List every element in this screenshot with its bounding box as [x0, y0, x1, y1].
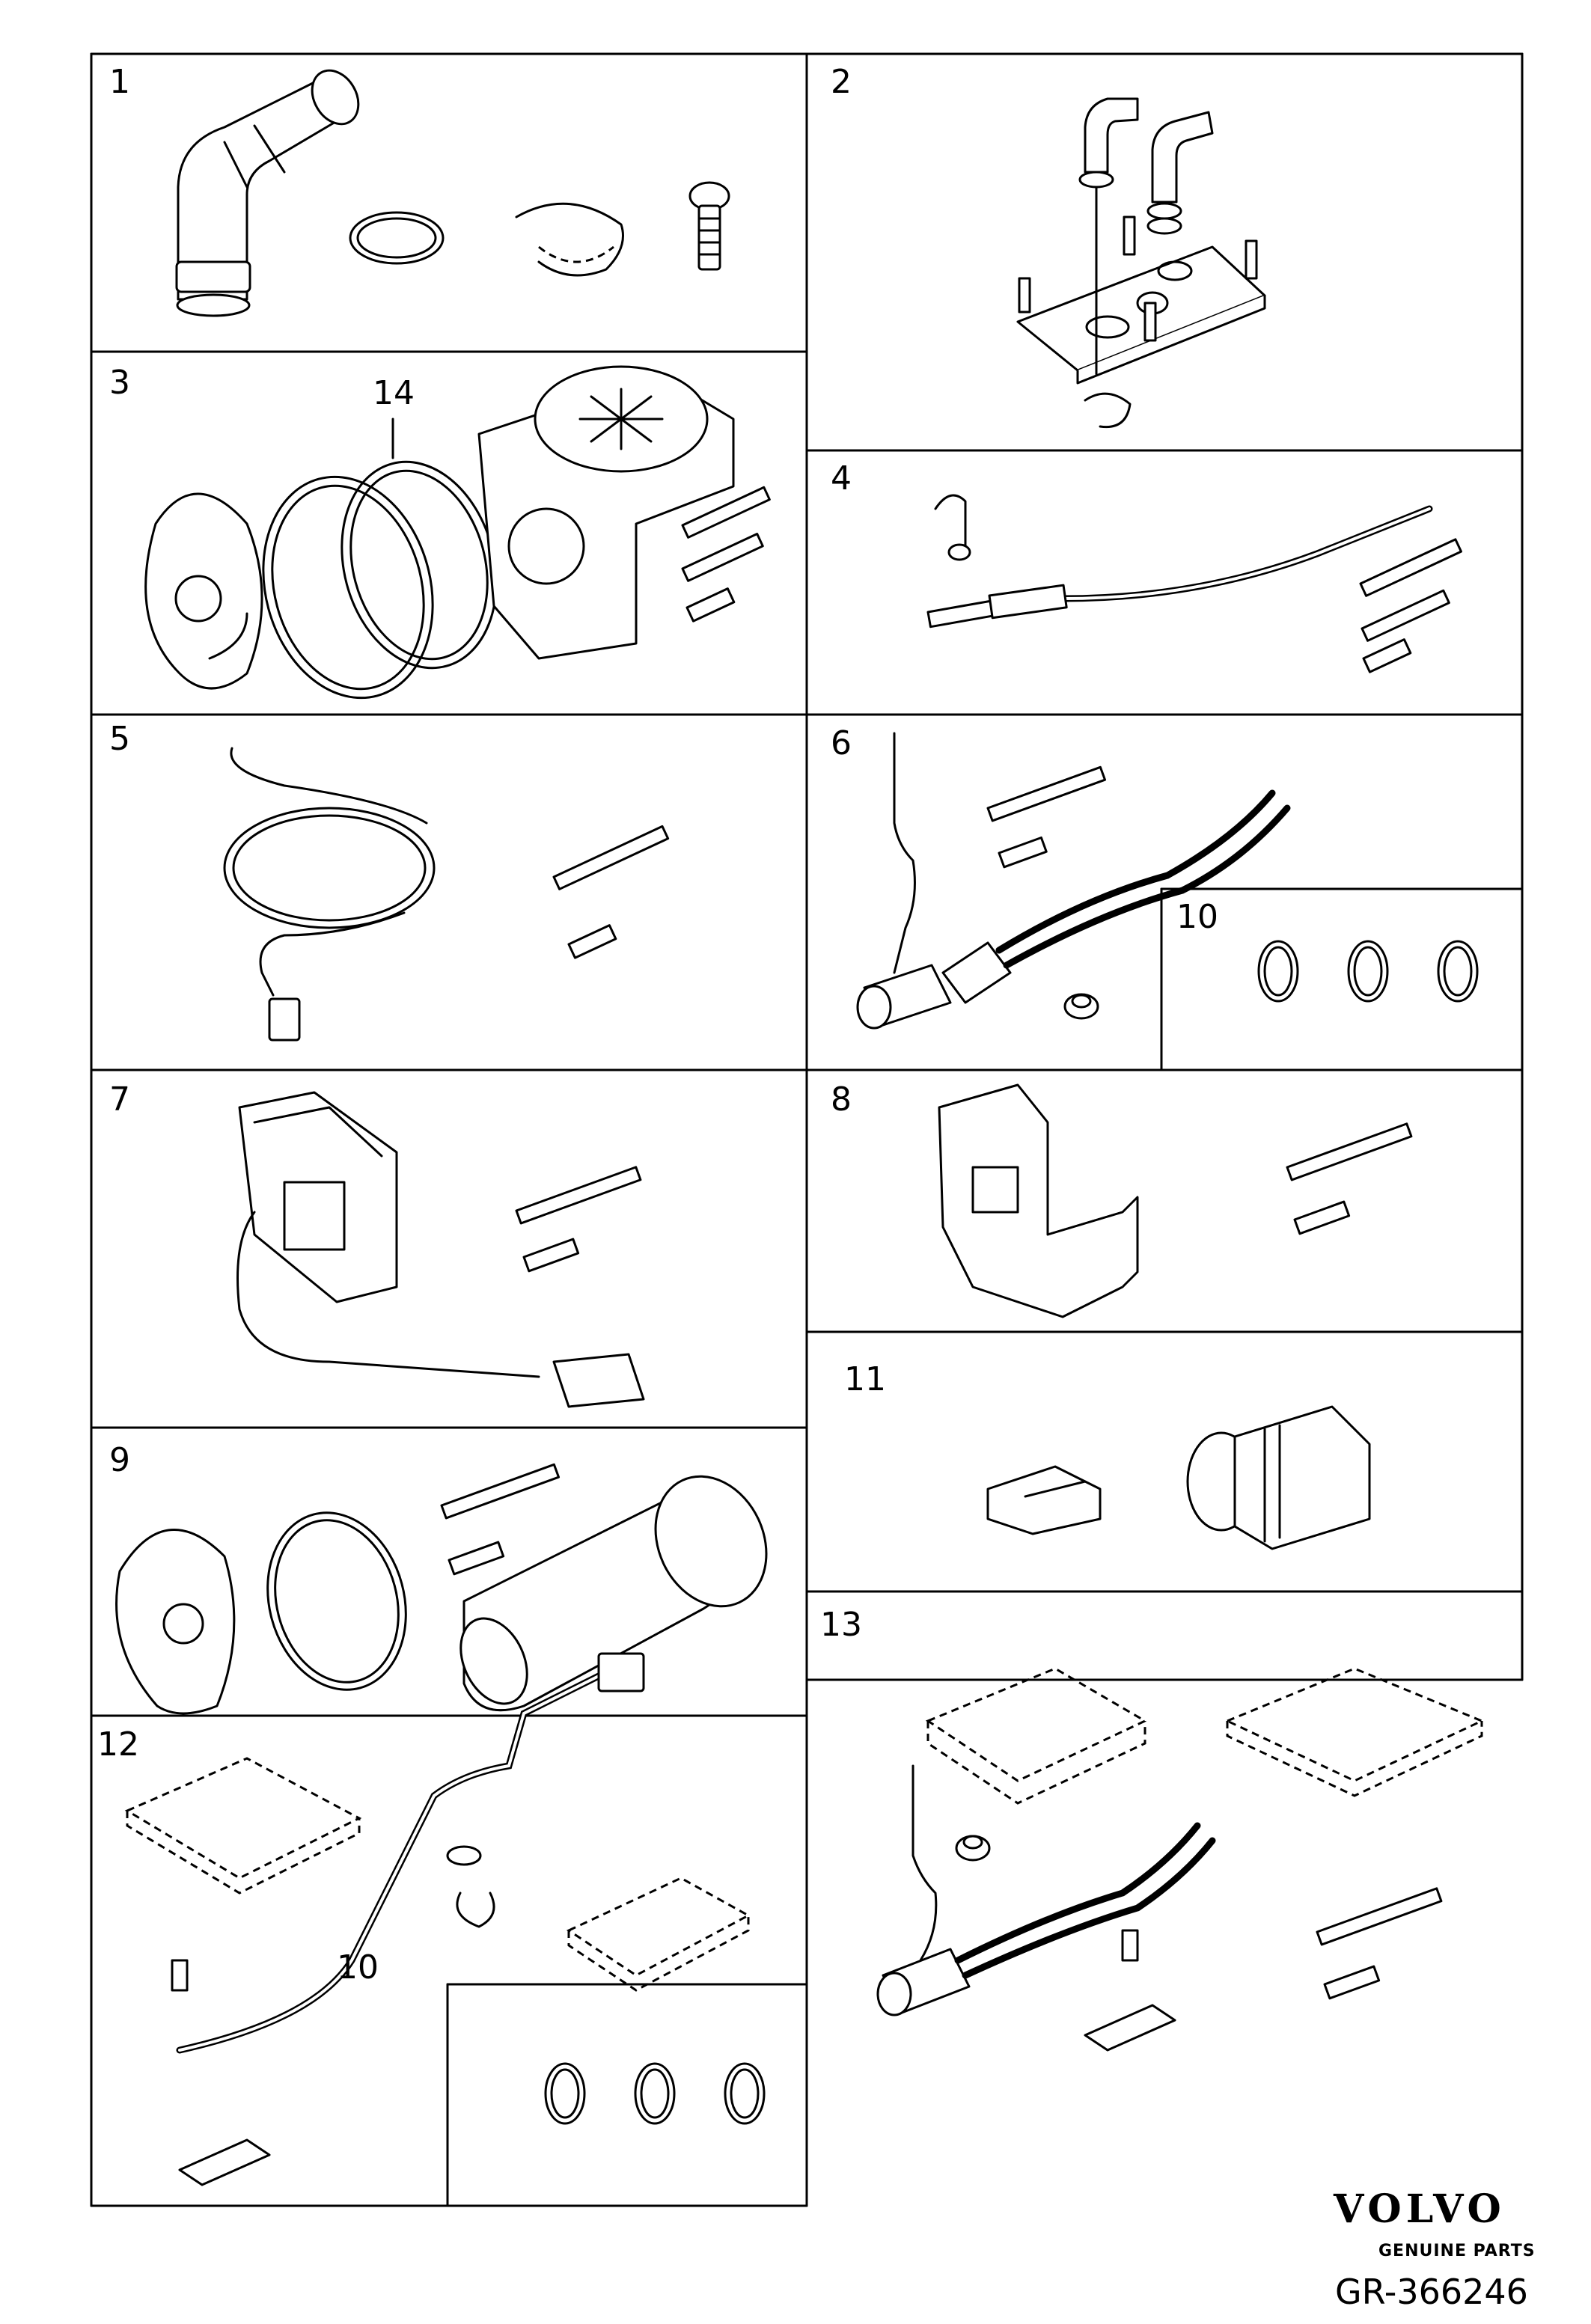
genuine-parts-tagline: GENUINE PARTS [1378, 2242, 1536, 2260]
panel-number-12: 12 [97, 1725, 139, 1764]
panel-number-10: 10 [1176, 898, 1218, 936]
volvo-logo: VOLVO [1334, 2186, 1506, 2232]
panel-number-6: 6 [831, 724, 852, 762]
panel-number-5: 5 [109, 720, 130, 758]
diagram-reference: GR-366246 [1335, 2272, 1528, 2312]
panel-5-illustration [223, 747, 670, 1042]
o-rings-set-panel-12 [544, 2062, 766, 2125]
panel-9-illustration [115, 1463, 768, 1715]
panel-11-illustration [986, 1405, 1371, 1550]
panel-number-9: 9 [109, 1441, 130, 1479]
panel-number-1: 1 [109, 63, 130, 101]
panel-1-illustration [175, 69, 730, 317]
panel-number-8: 8 [831, 1080, 852, 1119]
panel-number-7: 7 [109, 1080, 130, 1119]
panel-number-11: 11 [844, 1360, 886, 1398]
panel-4-illustration [926, 494, 1462, 673]
panel-number-4: 4 [831, 459, 852, 498]
panel-13-illustration [876, 1667, 1485, 2052]
panel-number-13: 13 [820, 1606, 862, 1644]
panel-2-illustration [1016, 97, 1266, 429]
callout-14: 14 [373, 374, 415, 412]
panel-12-illustration [124, 1652, 751, 2186]
panel-3-illustration [144, 365, 771, 700]
callout-10-wire: 10 [337, 1948, 379, 1987]
panel-number-2: 2 [831, 63, 852, 101]
panel-grid [90, 52, 1524, 2207]
panel-7-illustration [236, 1091, 645, 1408]
o-rings-set-10 [1257, 940, 1479, 1003]
panel-number-3: 3 [109, 364, 130, 402]
panel-8-illustration [938, 1083, 1413, 1318]
panel-6-illustration [856, 732, 1291, 1030]
